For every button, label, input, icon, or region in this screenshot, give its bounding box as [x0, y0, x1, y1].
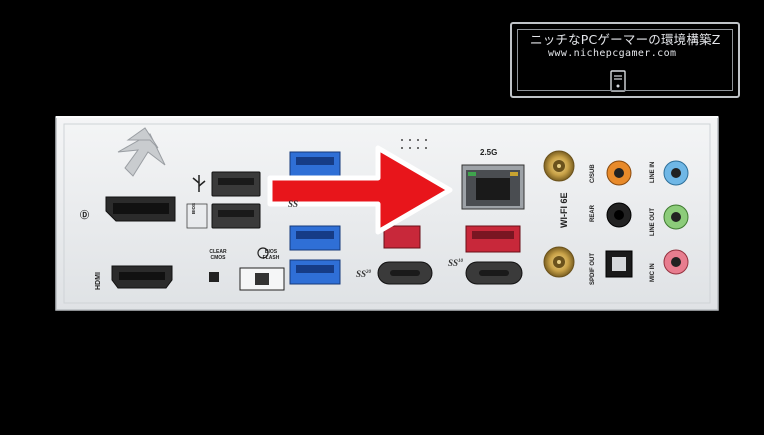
lan-led-green [468, 172, 476, 176]
red-arrow-icon [267, 145, 453, 235]
watermark-url: www.nichepcgamer.com [548, 48, 677, 59]
watermark-title: ニッチなPCゲーマーの環境構築Z [530, 32, 721, 47]
usb-red-port-left [383, 225, 421, 249]
usb2-port-top [211, 171, 261, 197]
usb-c-port-left [377, 261, 433, 285]
audio-mic-in-jack [663, 249, 689, 275]
wifi-antenna-top [543, 150, 575, 182]
displayport-icon: Ⓓ [80, 209, 89, 221]
audio-rear-jack [606, 202, 632, 228]
usb-c-port-right [465, 261, 523, 285]
ss-logo-top: SS [288, 199, 299, 209]
wifi-label: WI-FI 6E [559, 192, 569, 229]
watermark-frame [510, 22, 740, 98]
lan-port [461, 164, 525, 210]
clear-cmos-label: CLEAR CMOS [209, 249, 227, 261]
refresh-icon [257, 247, 269, 259]
pc-tower-icon [610, 70, 626, 92]
vent-dots [401, 139, 427, 149]
spdif-label: SPDIF OUT [590, 252, 596, 285]
ss10-logo: SS10 [448, 258, 464, 268]
audio-csub-jack [606, 160, 632, 186]
usb-bios-port [186, 203, 261, 229]
displayport-port: Ⓓ [80, 196, 176, 222]
usb-red-port-right [465, 225, 521, 253]
bios-flash-label: BIOS FLASH [262, 249, 280, 261]
usb-icon [192, 175, 206, 192]
audio-line-out-jack [663, 204, 689, 230]
hdmi-label: HDMI [95, 272, 102, 290]
ss20-logo: SS20 [356, 269, 372, 279]
audio-line-in-jack [663, 160, 689, 186]
mic-in-label: MIC IN [650, 263, 656, 282]
rear-label: REAR [590, 204, 596, 222]
clear-cmos-button [209, 272, 219, 282]
lan-led-amber [510, 172, 518, 176]
line-out-label: LINE OUT [650, 208, 656, 236]
bios-label: BIOS [191, 202, 196, 214]
wifi-antenna-bottom [543, 246, 575, 278]
rog-logo-icon [117, 127, 166, 177]
csub-label: C/SUB [590, 164, 596, 183]
spdif-out-port [605, 250, 633, 278]
line-in-label: LINE IN [650, 161, 656, 183]
site-watermark: ニッチなPCゲーマーの環境構築Z www.nichepcgamer.com [510, 22, 740, 98]
hdmi-port [111, 265, 173, 289]
bios-flashback-button [239, 247, 285, 291]
lan-speed-label: 2.5G [480, 148, 498, 157]
